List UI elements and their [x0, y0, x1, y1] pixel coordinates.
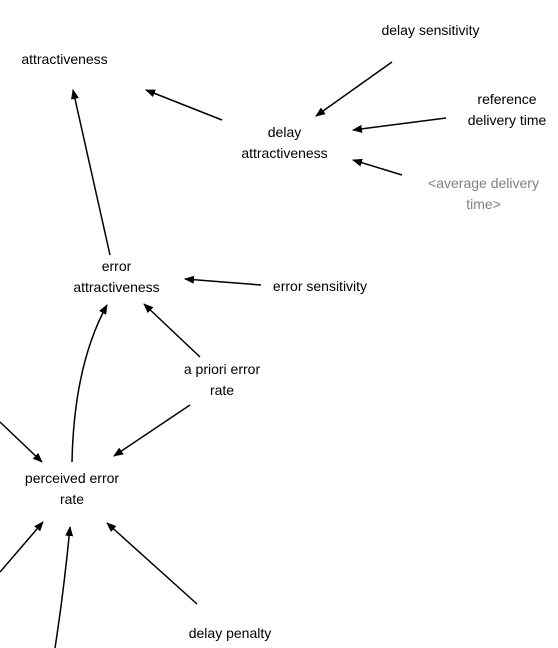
node-label: attractiveness [21, 51, 108, 67]
node-error-attractiveness: error attractiveness [60, 256, 173, 298]
link-error-attractiveness-to-attractiveness [71, 89, 111, 256]
node-label-line-1: reference [477, 91, 537, 107]
link-offscreen-left-lower-to-perceived-error-rate [0, 521, 44, 573]
node-label-line-2: rate [209, 382, 235, 398]
node-delay-sensitivity: delay sensitivity [360, 20, 501, 41]
node-label-line-2: attractiveness [73, 279, 160, 295]
link-offscreen-bottom-to-perceived-error-rate [54, 526, 74, 648]
node-label: error sensitivity [272, 278, 368, 294]
node-error-sensitivity: error sensitivity [257, 276, 383, 297]
node-delay-attractiveness: delay attractiveness [228, 122, 341, 164]
node-label-line-1: perceived error [24, 470, 120, 486]
node-label-line-2: time> [466, 196, 501, 212]
link-offscreen-left-upper-to-perceived-error-rate [0, 421, 43, 463]
node-reference-delivery-time: reference delivery time [455, 89, 558, 131]
node-label-line-1: a priori error [183, 361, 261, 377]
node-label-line-2: delivery time [467, 112, 547, 128]
node-average-delivery-time-shadow: <average delivery time> [413, 173, 554, 215]
node-label-line-2: rate [59, 491, 85, 507]
node-a-priori-error-rate: a priori error rate [168, 359, 276, 401]
node-label: delay sensitivity [381, 22, 480, 38]
link-delay-attractiveness-to-attractiveness [145, 89, 223, 121]
link-perceived-error-rate-to-error-attractiveness [71, 304, 108, 463]
node-delay-penalty: delay penalty [172, 623, 288, 644]
link-delay-penalty-to-perceived-error-rate [106, 522, 198, 605]
node-label-line-2: attractiveness [241, 145, 328, 161]
node-perceived-error-rate: perceived error rate [10, 468, 134, 510]
link-delay-sensitivity-to-delay-attractiveness [315, 61, 393, 117]
node-attractiveness: attractiveness [8, 49, 121, 70]
link-reference-delivery-time-to-delay-attractiveness [352, 117, 447, 133]
link-a-priori-error-rate-to-error-attractiveness [143, 303, 201, 358]
node-label: delay penalty [188, 625, 272, 641]
link-a-priori-error-rate-to-perceived-error-rate [113, 404, 191, 457]
link-average-delivery-time-to-delay-attractiveness [352, 158, 403, 176]
node-label-line-1: error [101, 258, 132, 274]
node-label-line-1: <average delivery [428, 175, 539, 191]
node-label-line-1: delay [267, 124, 302, 140]
link-error-sensitivity-to-error-attractiveness [184, 275, 262, 286]
